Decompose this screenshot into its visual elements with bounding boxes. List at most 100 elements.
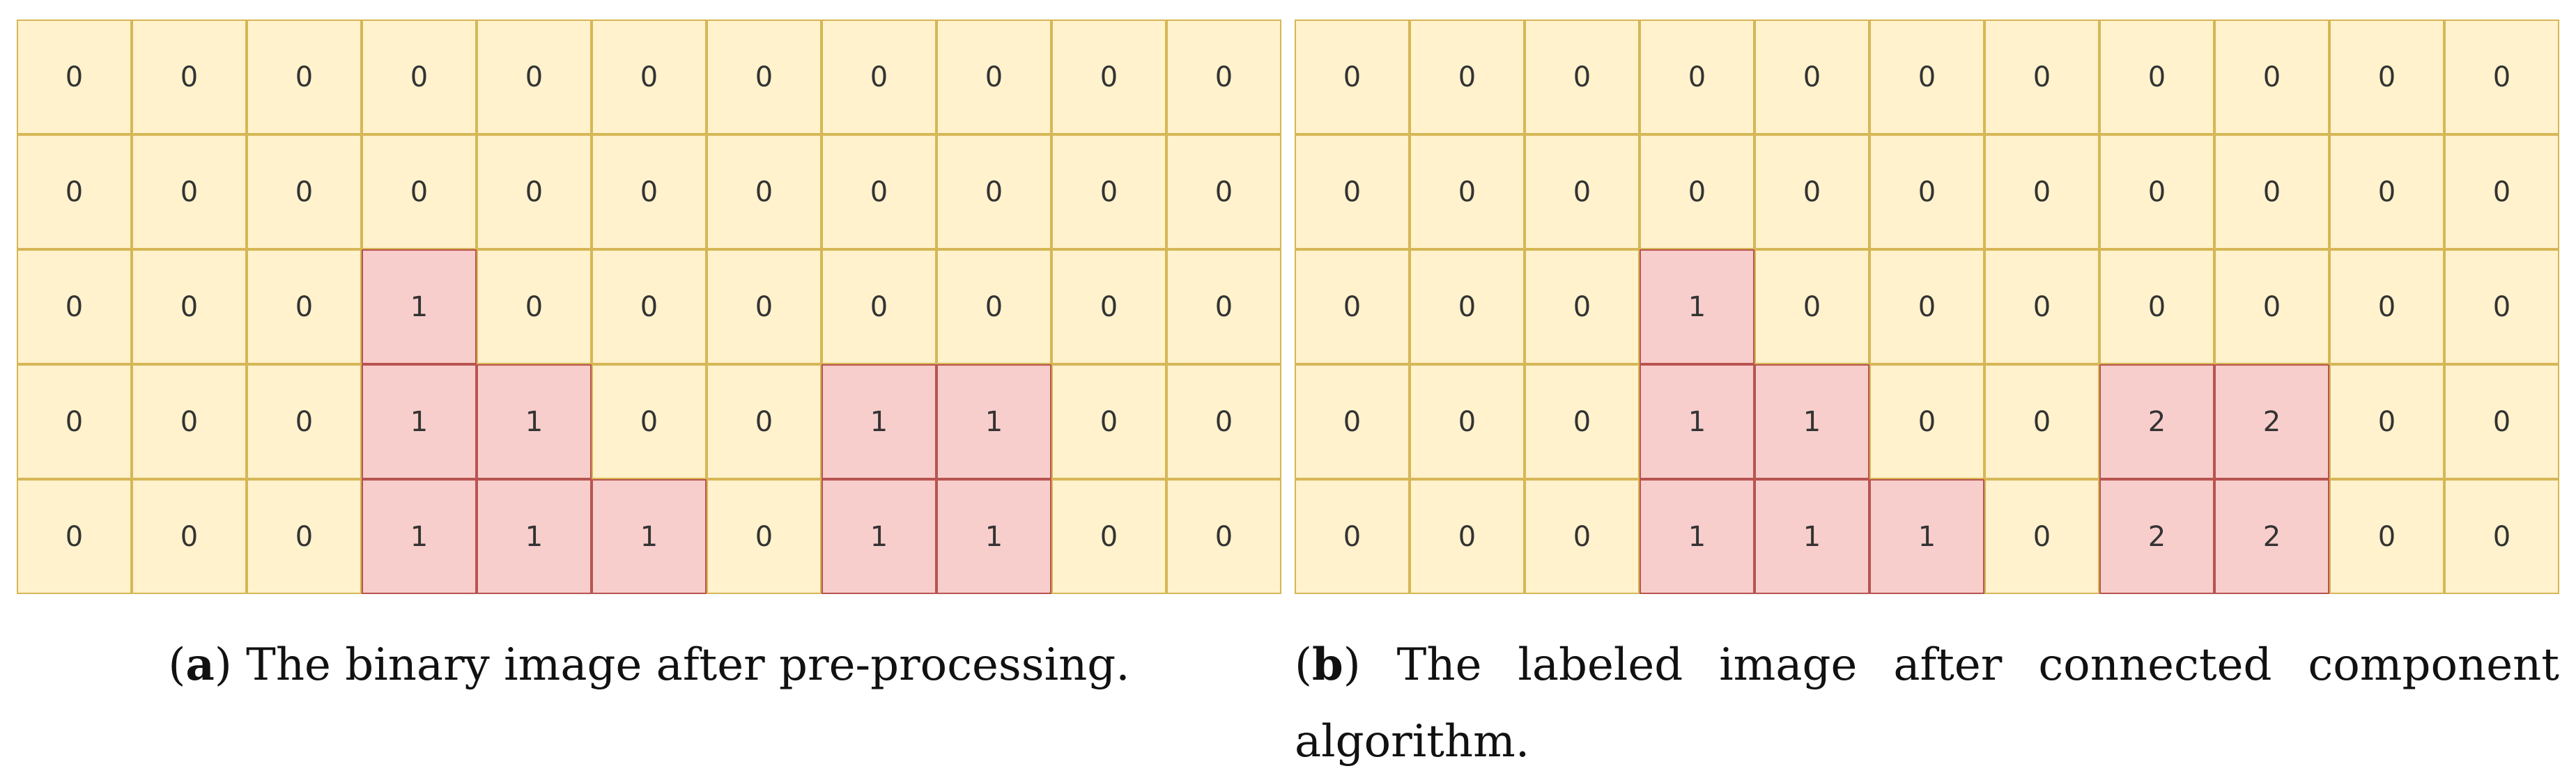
background-pixel-cell: 0 bbox=[132, 134, 247, 249]
background-pixel-cell: 0 bbox=[1984, 479, 2099, 594]
background-pixel-cell: 0 bbox=[1525, 20, 1640, 134]
background-pixel-cell: 0 bbox=[707, 134, 822, 249]
background-pixel-cell: 0 bbox=[1410, 249, 1525, 364]
background-pixel-cell: 0 bbox=[1410, 134, 1525, 249]
background-pixel-cell: 0 bbox=[1869, 364, 1984, 479]
background-pixel-cell: 0 bbox=[132, 479, 247, 594]
foreground-pixel-cell: 1 bbox=[1640, 249, 1754, 364]
foreground-pixel-cell: 1 bbox=[1754, 479, 1869, 594]
foreground-pixel-cell: 1 bbox=[362, 249, 477, 364]
caption-letter: b bbox=[1311, 639, 1343, 691]
foreground-pixel-cell: 1 bbox=[822, 479, 936, 594]
background-pixel-cell: 0 bbox=[1166, 20, 1281, 134]
background-pixel-cell: 0 bbox=[1051, 249, 1166, 364]
background-pixel-cell: 0 bbox=[2329, 134, 2444, 249]
background-pixel-cell: 0 bbox=[2329, 20, 2444, 134]
background-pixel-cell: 0 bbox=[1984, 20, 2099, 134]
background-pixel-cell: 0 bbox=[17, 134, 132, 249]
background-pixel-cell: 0 bbox=[2444, 134, 2559, 249]
caption-labeled-image: (b) The labeled image after connected co… bbox=[1295, 639, 2559, 767]
background-pixel-cell: 0 bbox=[1166, 364, 1281, 479]
background-pixel-cell: 0 bbox=[1051, 479, 1166, 594]
background-pixel-cell: 0 bbox=[1640, 20, 1754, 134]
background-pixel-cell: 0 bbox=[2444, 249, 2559, 364]
background-pixel-cell: 0 bbox=[477, 20, 592, 134]
foreground-pixel-cell: 1 bbox=[477, 479, 592, 594]
background-pixel-cell: 0 bbox=[247, 249, 362, 364]
background-pixel-cell: 0 bbox=[1295, 134, 1410, 249]
background-pixel-cell: 0 bbox=[2099, 249, 2214, 364]
background-pixel-cell: 0 bbox=[1640, 134, 1754, 249]
foreground-pixel-cell: 1 bbox=[362, 479, 477, 594]
background-pixel-cell: 0 bbox=[1869, 249, 1984, 364]
background-pixel-cell: 0 bbox=[822, 20, 936, 134]
background-pixel-cell: 0 bbox=[477, 249, 592, 364]
background-pixel-cell: 0 bbox=[2444, 20, 2559, 134]
background-pixel-cell: 0 bbox=[1525, 364, 1640, 479]
background-pixel-cell: 0 bbox=[936, 134, 1051, 249]
background-pixel-cell: 0 bbox=[2329, 249, 2444, 364]
background-pixel-cell: 0 bbox=[1984, 364, 2099, 479]
foreground-pixel-cell: 1 bbox=[936, 364, 1051, 479]
background-pixel-cell: 0 bbox=[2099, 20, 2214, 134]
background-pixel-cell: 0 bbox=[1166, 249, 1281, 364]
background-pixel-cell: 0 bbox=[1410, 364, 1525, 479]
background-pixel-cell: 0 bbox=[1984, 249, 2099, 364]
foreground-pixel-cell: 1 bbox=[1640, 364, 1754, 479]
background-pixel-cell: 0 bbox=[1984, 134, 2099, 249]
foreground-pixel-cell: 2 bbox=[2099, 479, 2214, 594]
background-pixel-cell: 0 bbox=[1754, 20, 1869, 134]
background-pixel-cell: 0 bbox=[1295, 249, 1410, 364]
foreground-pixel-cell: 2 bbox=[2214, 479, 2329, 594]
background-pixel-cell: 0 bbox=[17, 249, 132, 364]
background-pixel-cell: 0 bbox=[2214, 20, 2329, 134]
background-pixel-cell: 0 bbox=[707, 20, 822, 134]
background-pixel-cell: 0 bbox=[132, 20, 247, 134]
background-pixel-cell: 0 bbox=[17, 479, 132, 594]
background-pixel-cell: 0 bbox=[1295, 20, 1410, 134]
background-pixel-cell: 0 bbox=[1051, 20, 1166, 134]
foreground-pixel-cell: 1 bbox=[1869, 479, 1984, 594]
background-pixel-cell: 0 bbox=[1754, 134, 1869, 249]
background-pixel-cell: 0 bbox=[17, 364, 132, 479]
background-pixel-cell: 0 bbox=[247, 134, 362, 249]
background-pixel-cell: 0 bbox=[592, 364, 707, 479]
background-pixel-cell: 0 bbox=[247, 479, 362, 594]
caption-text: The binary image after pre-processing. bbox=[231, 639, 1130, 691]
background-pixel-cell: 0 bbox=[592, 20, 707, 134]
foreground-pixel-cell: 1 bbox=[822, 364, 936, 479]
background-pixel-cell: 0 bbox=[2444, 479, 2559, 594]
background-pixel-cell: 0 bbox=[1869, 134, 1984, 249]
background-pixel-cell: 0 bbox=[2329, 479, 2444, 594]
caption-binary-image: (a) The binary image after pre-processin… bbox=[168, 639, 1130, 691]
foreground-pixel-cell: 1 bbox=[477, 364, 592, 479]
foreground-pixel-cell: 1 bbox=[362, 364, 477, 479]
background-pixel-cell: 0 bbox=[1295, 364, 1410, 479]
background-pixel-cell: 0 bbox=[1525, 249, 1640, 364]
background-pixel-cell: 0 bbox=[132, 364, 247, 479]
background-pixel-cell: 0 bbox=[592, 134, 707, 249]
background-pixel-cell: 0 bbox=[247, 20, 362, 134]
background-pixel-cell: 0 bbox=[936, 249, 1051, 364]
background-pixel-cell: 0 bbox=[132, 249, 247, 364]
background-pixel-cell: 0 bbox=[2444, 364, 2559, 479]
background-pixel-cell: 0 bbox=[1869, 20, 1984, 134]
background-pixel-cell: 0 bbox=[2214, 249, 2329, 364]
background-pixel-cell: 0 bbox=[1525, 134, 1640, 249]
background-pixel-cell: 0 bbox=[17, 20, 132, 134]
foreground-pixel-cell: 1 bbox=[936, 479, 1051, 594]
foreground-pixel-cell: 1 bbox=[1640, 479, 1754, 594]
foreground-pixel-cell: 1 bbox=[592, 479, 707, 594]
foreground-pixel-cell: 2 bbox=[2214, 364, 2329, 479]
background-pixel-cell: 0 bbox=[1754, 249, 1869, 364]
caption-letter: a bbox=[185, 639, 215, 691]
background-pixel-cell: 0 bbox=[707, 364, 822, 479]
background-pixel-cell: 0 bbox=[822, 134, 936, 249]
foreground-pixel-cell: 1 bbox=[1754, 364, 1869, 479]
background-pixel-cell: 0 bbox=[477, 134, 592, 249]
background-pixel-cell: 0 bbox=[1166, 479, 1281, 594]
caption-text: The labeled image after connected compon… bbox=[1295, 639, 2559, 767]
foreground-pixel-cell: 2 bbox=[2099, 364, 2214, 479]
background-pixel-cell: 0 bbox=[707, 479, 822, 594]
